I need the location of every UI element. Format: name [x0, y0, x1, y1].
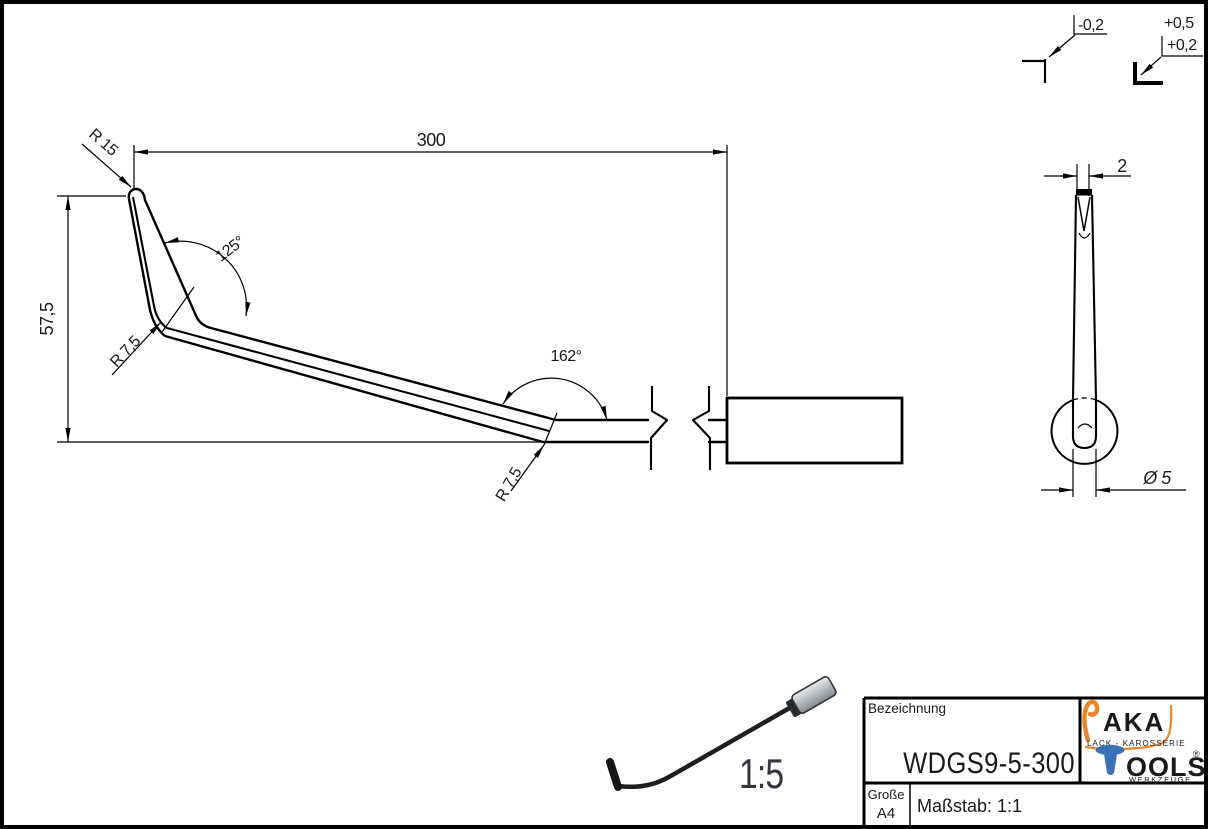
- dim-2-label: 2: [1117, 156, 1127, 176]
- dim-57-5: 57,5: [37, 195, 541, 443]
- endview-inner-arc: [1077, 423, 1093, 429]
- scale-text: Maßstab: 1:1: [917, 796, 1022, 816]
- preview-3d: 1:5: [606, 676, 837, 798]
- dim-angle-162: 162°: [502, 348, 608, 421]
- aka-tools-logo: AKA LACK - KAROSSERIE OOLS ® WERKZEUGE: [1082, 699, 1207, 784]
- tool-t-icon: [1095, 744, 1125, 775]
- size-value: A4: [877, 805, 895, 822]
- edge-tolerance-right: +0,5 +0,2: [1133, 15, 1203, 85]
- title-block: Bezeichnung WDGS9-5-300 Große A4 Maßstab…: [862, 696, 1207, 826]
- dim-dia5-label: Ø 5: [1142, 468, 1172, 488]
- edge-tol-left-label: -0,2: [1078, 17, 1104, 34]
- endview-rod-end: [1071, 400, 1098, 450]
- dim-300: 300: [133, 130, 728, 396]
- preview-handle: [791, 676, 837, 714]
- endview-grind-arc: [1078, 232, 1091, 239]
- size-label: Große: [868, 787, 905, 802]
- designation-label: Bezeichnung: [868, 701, 946, 716]
- logo-brand2-text: OOLS: [1126, 752, 1207, 782]
- hook-icon: [1082, 699, 1100, 743]
- edge-tolerance-left: -0,2: [1022, 15, 1107, 83]
- tool-outline-upper: [143, 198, 650, 422]
- endview-grind-v: [1077, 196, 1091, 232]
- break-symbol-right: [691, 386, 712, 470]
- tool-blade-edge-line: [131, 196, 550, 433]
- part-number: WDGS9-5-300: [903, 746, 1075, 779]
- dim-dia5: Ø 5: [1041, 449, 1186, 497]
- endview-tip-cap: [1076, 189, 1092, 196]
- shaft-stub: [707, 418, 729, 444]
- handle-rect: [725, 396, 904, 465]
- endview-taper: [1071, 194, 1098, 401]
- edge-tol-lower-label: +0,2: [1167, 37, 1197, 54]
- edge-tol-upper-label: +0,5: [1164, 15, 1194, 32]
- dim-2: 2: [1044, 156, 1131, 196]
- dim-57-5-label: 57,5: [37, 302, 57, 336]
- logo-subtitle2-text: WERKZEUGE: [1129, 775, 1192, 784]
- endview-bend-circle: [1050, 399, 1119, 465]
- preview-rod: [615, 703, 796, 789]
- logo-subtitle-text: LACK - KAROSSERIE: [1087, 739, 1186, 748]
- logo-registered-mark: ®: [1193, 749, 1200, 759]
- endview-hidden-arc: [1072, 397, 1097, 401]
- preview-scale-label: 1:5: [739, 752, 783, 798]
- preview-tip-blade: [606, 758, 622, 791]
- break-symbol-left: [649, 386, 669, 470]
- dim-300-label: 300: [417, 130, 446, 150]
- end-view: 2 Ø 5: [1041, 156, 1186, 497]
- dim-angle-162-label: 162°: [550, 348, 581, 365]
- logo-brand-text: AKA: [1103, 707, 1165, 737]
